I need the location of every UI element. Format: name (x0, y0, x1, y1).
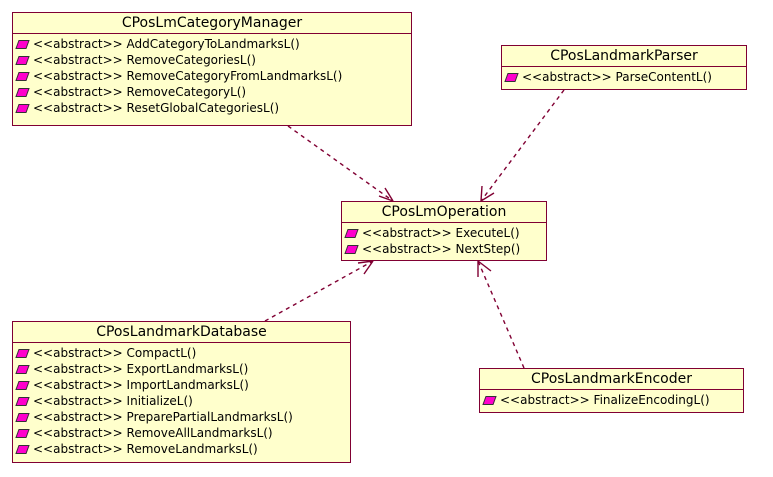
arrowhead-open (477, 260, 492, 277)
edge-line (264, 260, 374, 322)
operation-label: <<abstract>> CompactL() (33, 346, 197, 360)
operation-row: <<abstract>> RemoveCategoryL() (13, 84, 411, 100)
abstract-marker-icon (15, 381, 30, 390)
operation-row: <<abstract>> AddCategoryToLandmarksL() (13, 36, 411, 52)
abstract-marker-icon (15, 72, 30, 81)
operation-label: <<abstract>> ImportLandmarksL() (33, 378, 249, 392)
edge-category-manager-to-operation (287, 125, 394, 202)
class-box-lm-operation[interactable]: CPosLmOperation <<abstract>> ExecuteL() … (341, 201, 547, 261)
operation-label: <<abstract>> FinalizeEncodingL() (500, 393, 710, 407)
edge-line (287, 125, 394, 202)
abstract-marker-icon (15, 397, 30, 406)
edge-encoder-to-operation (477, 260, 525, 369)
edge-parser-to-operation (480, 89, 565, 202)
edge-database-to-operation (264, 260, 374, 322)
abstract-marker-icon (15, 445, 30, 454)
operation-row: <<abstract>> RemoveAllLandmarksL() (13, 425, 350, 441)
abstract-marker-icon (15, 88, 30, 97)
operation-label: <<abstract>> ExportLandmarksL() (33, 362, 249, 376)
arrowhead-open (378, 187, 394, 202)
operation-label: <<abstract>> NextStep() (362, 242, 521, 256)
class-title-landmark-parser: CPosLandmarkParser (502, 46, 746, 67)
operation-label: <<abstract>> ExecuteL() (362, 226, 520, 240)
operation-row: <<abstract>> PreparePartialLandmarksL() (13, 409, 350, 425)
operation-row: <<abstract>> ResetGlobalCategoriesL() (13, 100, 411, 116)
class-operations-lm-operation: <<abstract>> ExecuteL() <<abstract>> Nex… (342, 223, 546, 259)
abstract-marker-icon (15, 104, 30, 113)
operation-row: <<abstract>> InitializeL() (13, 393, 350, 409)
abstract-marker-icon (504, 73, 519, 82)
class-box-category-manager[interactable]: CPosLmCategoryManager <<abstract>> AddCa… (12, 12, 412, 126)
operation-row: <<abstract>> RemoveCategoryFromLandmarks… (13, 68, 411, 84)
abstract-marker-icon (15, 429, 30, 438)
abstract-marker-icon (15, 349, 30, 358)
class-operations-category-manager: <<abstract>> AddCategoryToLandmarksL() <… (13, 34, 411, 118)
class-operations-landmark-encoder: <<abstract>> FinalizeEncodingL() (480, 390, 743, 410)
operation-row: <<abstract>> ExecuteL() (342, 225, 546, 241)
class-title-lm-operation: CPosLmOperation (342, 202, 546, 223)
abstract-marker-icon (482, 396, 497, 405)
operation-label: <<abstract>> AddCategoryToLandmarksL() (33, 37, 300, 51)
class-title-category-manager: CPosLmCategoryManager (13, 13, 411, 34)
operation-row: <<abstract>> RemoveCategoriesL() (13, 52, 411, 68)
operation-label: <<abstract>> RemoveCategoryL() (33, 85, 247, 99)
abstract-marker-icon (15, 413, 30, 422)
operation-label: <<abstract>> ResetGlobalCategoriesL() (33, 101, 280, 115)
class-operations-landmark-database: <<abstract>> CompactL() <<abstract>> Exp… (13, 343, 350, 459)
abstract-marker-icon (344, 229, 359, 238)
class-box-landmark-parser[interactable]: CPosLandmarkParser <<abstract>> ParseCon… (501, 45, 747, 90)
operation-row: <<abstract>> CompactL() (13, 345, 350, 361)
edge-line (477, 260, 525, 369)
operation-row: <<abstract>> ParseContentL() (502, 69, 746, 85)
class-title-landmark-encoder: CPosLandmarkEncoder (480, 369, 743, 390)
operation-row: <<abstract>> FinalizeEncodingL() (480, 392, 743, 408)
operation-label: <<abstract>> ParseContentL() (522, 70, 712, 84)
class-operations-landmark-parser: <<abstract>> ParseContentL() (502, 67, 746, 87)
arrowhead-open (357, 260, 374, 275)
operation-label: <<abstract>> RemoveCategoryFromLandmarks… (33, 69, 343, 83)
operation-row: <<abstract>> RemoveLandmarksL() (13, 441, 350, 457)
edge-line (480, 89, 565, 202)
class-box-landmark-encoder[interactable]: CPosLandmarkEncoder <<abstract>> Finaliz… (479, 368, 744, 413)
operation-label: <<abstract>> RemoveLandmarksL() (33, 442, 258, 456)
operation-label: <<abstract>> PreparePartialLandmarksL() (33, 410, 293, 424)
operation-label: <<abstract>> RemoveAllLandmarksL() (33, 426, 273, 440)
class-box-landmark-database[interactable]: CPosLandmarkDatabase <<abstract>> Compac… (12, 321, 351, 463)
operation-row: <<abstract>> ImportLandmarksL() (13, 377, 350, 393)
class-title-landmark-database: CPosLandmarkDatabase (13, 322, 350, 343)
operation-row: <<abstract>> ExportLandmarksL() (13, 361, 350, 377)
operation-label: <<abstract>> RemoveCategoriesL() (33, 53, 256, 67)
abstract-marker-icon (344, 245, 359, 254)
operation-row: <<abstract>> NextStep() (342, 241, 546, 257)
operation-label: <<abstract>> InitializeL() (33, 394, 193, 408)
abstract-marker-icon (15, 56, 30, 65)
arrowhead-open (480, 185, 495, 202)
abstract-marker-icon (15, 40, 30, 49)
abstract-marker-icon (15, 365, 30, 374)
